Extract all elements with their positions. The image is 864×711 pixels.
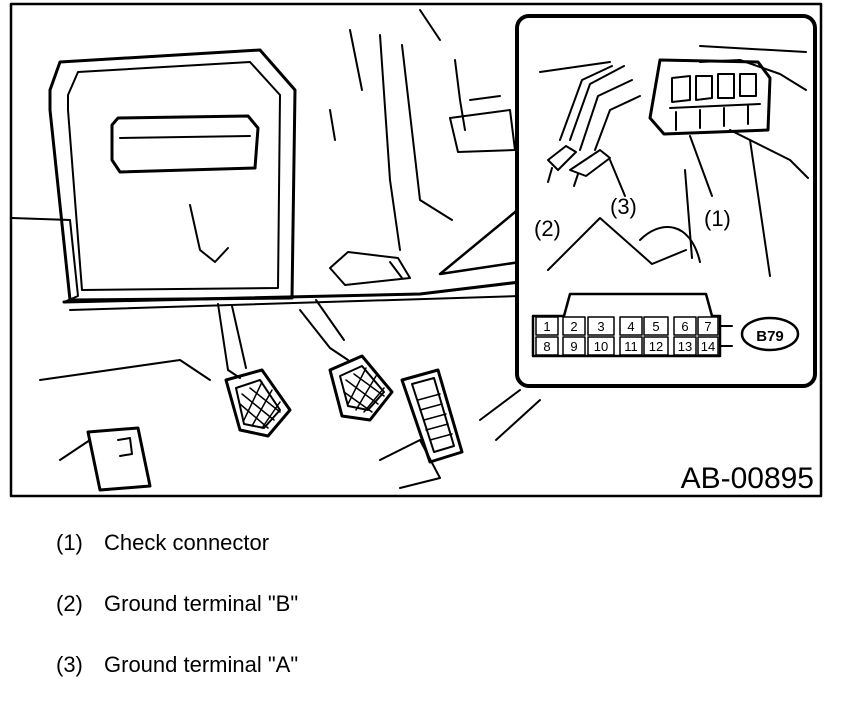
pin-label: 6 [681,319,688,334]
inset-leader [438,206,522,276]
pin-cell [643,316,669,336]
pin-cell [535,336,559,356]
legend-text: Ground terminal "A" [104,652,299,677]
pin-label: 12 [649,339,663,354]
pin-cell [673,316,697,336]
pin-label: 11 [624,339,638,354]
pin-cell [535,316,559,336]
pin-label: 2 [570,319,577,334]
pin-diagram [531,292,733,358]
legend-item-3: (3) Ground terminal "A" [56,650,298,680]
pin-label: 3 [597,319,604,334]
pin-label: 1 [543,319,550,334]
pin-label: 13 [678,339,692,354]
figure-code: AB-00895 [681,462,814,495]
legend-item-2: (2) Ground terminal "B" [56,589,298,619]
legend-list: (1) Check connector (2) Ground terminal "B… [56,528,298,711]
legend-number: (1) [56,530,83,555]
pin-label: 4 [627,319,634,334]
callout-1: (1) [704,206,731,231]
pin-cell [562,316,586,336]
pin-cell [697,316,719,336]
pin-cell [697,336,719,356]
legend-text: Ground terminal "B" [104,591,299,616]
dashboard-drawing [11,9,522,311]
pin-cell [619,336,643,356]
pin-label: 10 [594,339,608,354]
callout-2: (2) [534,216,561,241]
pin-cell [619,316,643,336]
pedals-drawing [39,299,541,492]
callout-3: (3) [610,194,637,219]
pin-cell [587,316,615,336]
inset-connector-drawing [539,45,809,277]
figure-frame [9,2,823,498]
pin-label: 7 [704,319,711,334]
pin-cell [562,336,586,356]
pin-cell [643,336,669,356]
legend-text: Check connector [104,530,270,555]
legend-number: (2) [56,591,83,616]
pin-label: 5 [652,319,659,334]
pin-cell [587,336,615,356]
legend-number: (3) [56,652,83,677]
pin-label: 9 [570,339,577,354]
pin-cell [673,336,697,356]
connector-badge: B79 [756,328,784,345]
pin-label: 8 [543,339,550,354]
connector-badge-oval [740,316,800,352]
pin-label: 14 [701,339,715,354]
legend-item-1: (1) Check connector [56,528,298,558]
